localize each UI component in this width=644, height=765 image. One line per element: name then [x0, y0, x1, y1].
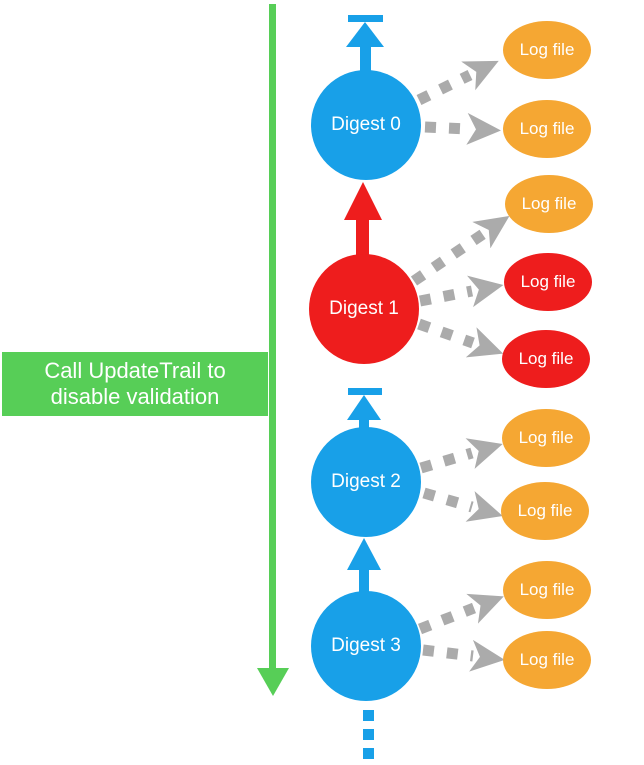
log-file-node-digest1-1: Log file: [504, 253, 592, 311]
timeline-arrow: [257, 4, 289, 696]
chain-continuation-dots: [363, 710, 374, 759]
log-file-node-digest3-0: Log file: [503, 561, 591, 619]
digest-3-node: Digest 3: [311, 591, 421, 701]
log-file-node-digest2-0: Log file: [502, 409, 590, 467]
chain-terminator-digest-2: [347, 388, 382, 430]
log-arrow-digest2-file1: [422, 487, 503, 522]
log-file-node-digest3-1: Log file: [503, 631, 591, 689]
log-file-node-digest1-0: Log file: [505, 175, 593, 233]
log-file-node-digest0-0: Log file: [503, 21, 591, 79]
log-arrow-digest2-file0: [419, 438, 503, 474]
log-file-label: Log file: [518, 428, 574, 447]
log-arrow-digest1-file2: [417, 318, 504, 358]
log-arrow-digest1-file0: [410, 215, 510, 286]
log-arrow-digest1-file1: [418, 275, 504, 308]
chain-arrow-digest-3-to-digest-2: [347, 538, 381, 594]
log-file-node-digest1-2: Log file: [502, 330, 590, 388]
digest-3-label: Digest 3: [331, 635, 401, 656]
log-file-arrows: [410, 60, 510, 672]
log-file-label: Log file: [519, 119, 575, 138]
log-arrow-digest0-file1: [424, 112, 501, 145]
digest-0-node: Digest 0: [311, 70, 421, 180]
log-file-label: Log file: [518, 349, 574, 368]
log-arrow-digest0-file0: [416, 60, 499, 105]
log-file-label: Log file: [520, 272, 576, 291]
log-file-label: Log file: [519, 580, 575, 599]
chain-terminator-digest-0: [346, 15, 384, 73]
update-trail-label: Call UpdateTrail to disable validation: [2, 352, 268, 416]
log-file-label: Log file: [519, 40, 575, 59]
log-arrow-digest3-file1: [422, 639, 505, 672]
log-file-label: Log file: [519, 650, 575, 669]
digest-1-node: Digest 1: [309, 254, 419, 364]
digest-0-label: Digest 0: [331, 114, 401, 135]
log-file-label: Log file: [517, 501, 573, 520]
update-trail-label-line1: Call UpdateTrail to: [44, 358, 226, 383]
log-arrow-digest3-file0: [418, 593, 504, 635]
digest-2-node: Digest 2: [311, 427, 421, 537]
update-trail-label-line2: disable validation: [50, 384, 220, 409]
log-file-node-digest2-1: Log file: [501, 482, 589, 540]
log-file-label: Log file: [521, 194, 577, 213]
chain-arrow-digest-1-to-digest-0: [344, 182, 382, 258]
digest-1-label: Digest 1: [329, 298, 399, 319]
log-file-node-digest0-1: Log file: [503, 100, 591, 158]
digest-2-label: Digest 2: [331, 471, 401, 492]
